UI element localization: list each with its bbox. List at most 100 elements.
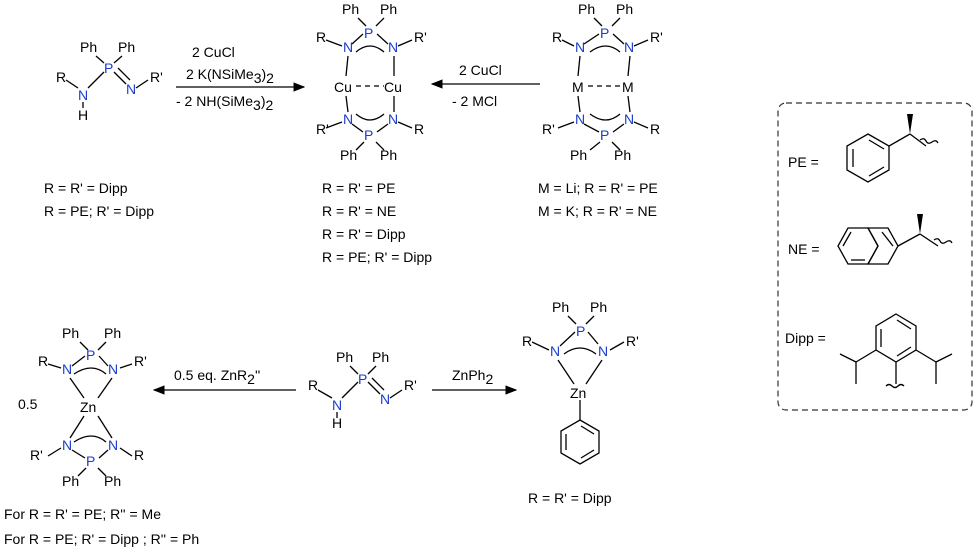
double-bond	[868, 166, 885, 177]
bond	[367, 381, 381, 395]
legend-ne-label: NE =	[788, 241, 820, 257]
h-atom: H	[332, 415, 342, 431]
bond	[375, 17, 385, 27]
m-label-2: M = K; R = R' = NE	[538, 203, 657, 219]
bond	[567, 315, 577, 325]
bond	[888, 133, 911, 147]
phenyl-ring	[560, 419, 600, 465]
n-atom: N	[624, 111, 634, 127]
bond	[117, 67, 131, 81]
double-bond	[881, 231, 894, 247]
p-atom: P	[600, 25, 609, 41]
ph-label: Ph	[372, 349, 389, 365]
n-atom: N	[108, 361, 118, 377]
p-atom: P	[600, 127, 609, 143]
r-prime-label: R'	[404, 377, 417, 393]
wedge-bond	[907, 114, 913, 134]
legend-dipp: Dipp =	[785, 313, 953, 389]
r-label: R	[38, 353, 48, 369]
n-atom: N	[332, 397, 342, 413]
bond	[79, 341, 89, 351]
legend-ne: NE =	[788, 214, 953, 265]
bond	[77, 467, 87, 477]
bond	[919, 233, 939, 247]
bond	[376, 123, 389, 133]
zn-atom: Zn	[80, 399, 96, 415]
delocalized-arc	[73, 435, 107, 443]
cu-label-3: R = R' = Dipp	[322, 226, 406, 242]
double-bond	[868, 139, 885, 150]
bond	[577, 55, 581, 77]
bond	[341, 381, 359, 399]
bond	[855, 349, 877, 363]
cu-label-2: R = R' = NE	[322, 203, 396, 219]
r-prime-label: R'	[414, 29, 427, 45]
wavy-bond	[933, 238, 953, 244]
bond	[325, 121, 343, 129]
bond	[97, 341, 107, 351]
delocalized-arc	[355, 113, 385, 121]
bond	[69, 415, 85, 439]
r-prime-label: R'	[30, 447, 43, 463]
bond	[585, 315, 595, 325]
ph-label: Ph	[342, 1, 359, 17]
p-atom: P	[358, 371, 367, 387]
reagent-knsime3-line: 2 K(NSiMe3)2	[186, 66, 274, 86]
n-atom: N	[575, 39, 585, 55]
bond	[97, 377, 113, 399]
n-atom: N	[388, 111, 398, 127]
n-atom: N	[126, 81, 136, 97]
bond	[909, 133, 927, 147]
zn-dimer-label-2: For R = PE; R' = Dipp ; R'' = Ph	[4, 531, 199, 547]
bond	[609, 341, 625, 351]
ph-label: Ph	[614, 147, 631, 163]
r-label: R	[134, 447, 144, 463]
delocalized-arc	[355, 45, 385, 53]
subscript: 2	[485, 371, 493, 387]
double-bond	[896, 319, 912, 330]
znph-label: R = R' = Dipp	[528, 490, 612, 506]
reagent-cucl-2: 2 CuCl	[459, 62, 502, 78]
n-atom: N	[78, 87, 88, 103]
m-label-1: M = Li; R = R' = PE	[538, 180, 658, 196]
reagent-text: 2 K(NSiMe	[186, 66, 254, 82]
bond	[113, 71, 127, 85]
reagent-znph2-line: ZnPh2	[452, 367, 493, 387]
r-label: R	[414, 121, 424, 137]
reagent-text: ZnPh	[452, 367, 485, 383]
bond	[47, 363, 62, 369]
bond	[71, 449, 86, 459]
byproduct-text: )	[261, 93, 266, 109]
bond	[583, 33, 600, 45]
ph-label: Ph	[590, 299, 607, 315]
r-prime-label: R'	[650, 29, 663, 45]
p-atom: P	[86, 347, 95, 363]
bond	[97, 467, 107, 477]
bond	[113, 55, 123, 64]
cu-label-4: R = PE; R' = Dipp	[322, 249, 432, 265]
bond	[915, 349, 937, 363]
legend-box	[777, 102, 973, 411]
n-atom: N	[550, 343, 560, 359]
delocalized-arc	[589, 45, 621, 53]
bond	[611, 17, 621, 27]
delocalized-arc	[563, 347, 597, 355]
m-dimer-structure: Ph Ph P N N R R' M M N N P R' R Ph Ph	[542, 1, 663, 163]
n-atom: N	[624, 39, 634, 55]
ph-label: Ph	[380, 147, 397, 163]
zn-dimer-structure: Ph Ph P N N R R' Zn N N P R' R Ph Ph	[30, 325, 147, 489]
bond	[119, 363, 133, 369]
subscript: 2	[265, 97, 273, 113]
bond	[351, 33, 364, 45]
bond	[935, 353, 953, 363]
reagent-text: ''	[255, 367, 260, 383]
ph-label: Ph	[340, 147, 357, 163]
n-atom: N	[108, 437, 118, 453]
r-prime-label: R'	[316, 121, 329, 137]
bond	[98, 355, 109, 367]
ph-label: Ph	[80, 39, 97, 55]
bond	[587, 331, 599, 345]
zn-atom: Zn	[570, 385, 586, 401]
ligand-structure-top: Ph Ph P N N H R R'	[56, 39, 163, 123]
